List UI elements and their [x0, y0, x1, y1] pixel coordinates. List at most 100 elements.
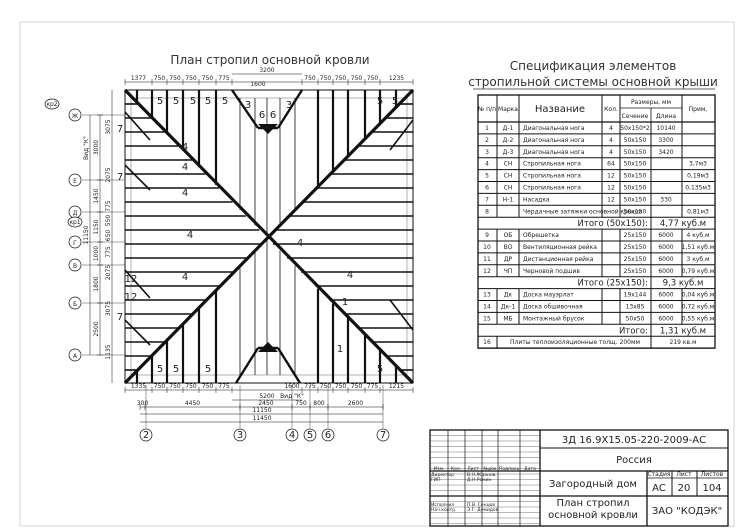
spec-total-row: Итого (25x150):9,3 куб.м [478, 276, 715, 290]
cell-mark: СН [504, 161, 513, 168]
cell-section: 25x150 [624, 256, 647, 263]
person-role: Исполнил [431, 502, 454, 508]
dimension-value: 1000 [93, 246, 100, 261]
axis-label: В [73, 263, 77, 270]
cell-name: Чердачные затяжки основной крыши [523, 208, 642, 215]
column-header: №док [483, 466, 497, 472]
dimension-value: 775 [367, 383, 379, 390]
dimension-value: 750 [295, 400, 307, 407]
cell-length: 330 [660, 196, 672, 203]
cell-length: 6000 [658, 315, 673, 322]
element-mark: 7 [117, 124, 123, 135]
dimension-total: 11150 [83, 225, 90, 244]
cell-name: Монтажный брусок [523, 315, 585, 322]
dimension-total: 11150 [252, 407, 271, 414]
dimension-value: 750 [351, 75, 363, 82]
corner-hip-rafter [124, 111, 151, 141]
dimension-value: 4450 [185, 400, 200, 407]
dimension-value: 750 [351, 383, 363, 390]
cell-mark: Д-3 [503, 149, 514, 156]
dimension-value: 750 [154, 383, 166, 390]
corner-hip-rafter [124, 164, 151, 191]
element-mark: 4 [187, 230, 193, 241]
element-mark: 7 [117, 312, 123, 323]
axis-label: 2 [143, 430, 149, 441]
axis-label: Г [73, 240, 77, 247]
dimension-value: 750 [202, 75, 214, 82]
cell-name: Стропильная нога [523, 173, 581, 180]
element-mark: 12 [125, 292, 138, 303]
cell-name: Стропильная нога [523, 161, 581, 168]
element-mark: 1 [342, 297, 348, 308]
axis-bubble [68, 173, 82, 187]
column-header: Кол. [451, 466, 461, 472]
column-header: Дата [524, 466, 536, 472]
element-mark: 3 [245, 100, 251, 111]
axis-bubble [376, 428, 390, 442]
dimension-value: 750 [335, 383, 347, 390]
section-mark-bubble [67, 216, 83, 228]
dimension-value: 3075 [105, 119, 112, 134]
sheet-frame [19, 21, 735, 527]
dimension-value: 750 [154, 75, 166, 82]
cell-note: 0,81м3 [687, 208, 709, 215]
location: Россия [616, 455, 652, 466]
total-label: Итого (25x150): [578, 279, 648, 289]
cell-section: 50x150 [624, 137, 647, 144]
cell-mark: ЧП [504, 268, 513, 275]
cell-qty: 4 [609, 137, 613, 144]
header-mark: Марка [498, 106, 518, 113]
plan-title: План стропил основной кровли [170, 53, 369, 67]
cell-length: 6000 [658, 256, 673, 263]
cell-mark: Дк [504, 292, 513, 299]
cell-mark: Н-1 [503, 196, 514, 203]
cell-length: 6000 [658, 244, 673, 251]
dimension-value: 750 [304, 75, 316, 82]
element-mark: 4 [182, 272, 188, 283]
sheets-label: Листов [701, 471, 724, 478]
cell-name: Диагональная нога [523, 149, 585, 156]
dimension-value: 2075 [105, 265, 112, 280]
dimension-value: 750 [185, 383, 197, 390]
dimension-value: 750 [169, 383, 181, 390]
cell-name: Плиты теплоизоляционные толщ. 200мм [510, 339, 640, 346]
axis-bubble [303, 428, 317, 442]
spec-total-row: Итого (50x150):4,77 куб.м [478, 217, 715, 230]
header-section: Сечение [622, 113, 649, 120]
header-note: Прим. [689, 106, 708, 113]
total-value: 1,31 куб.м [660, 326, 706, 336]
cell-note: 0,135м3 [685, 185, 711, 192]
element-mark: 5 [222, 96, 228, 107]
axis-label: Б [73, 301, 77, 308]
total-label: Итого: [619, 326, 648, 336]
cell-section: 50x50 [626, 315, 645, 322]
cell-section: 25x150 [624, 268, 647, 275]
cell-num: 16 [483, 339, 491, 346]
view-mark: Вид "К" [83, 136, 90, 160]
dimension-value: 1335 [131, 383, 146, 390]
top-hip-rafter [276, 89, 304, 129]
top-hip-fill [258, 124, 278, 134]
cell-mark: МБ [503, 315, 512, 322]
axis-bubble [139, 428, 153, 442]
cell-mark: Дк-1 [501, 304, 515, 311]
stage-label: Стадия [647, 471, 670, 478]
top-hip-rafter [231, 89, 259, 129]
cell-num: 7 [485, 196, 489, 203]
object-name: Загородный дом [549, 479, 637, 490]
person-name: В.Н.Жданов [467, 472, 496, 478]
dimension-value: 750 [335, 75, 347, 82]
sheets-value: 104 [702, 483, 721, 494]
total-value: 4,77 куб.м [660, 219, 706, 229]
cell-name: Диагональная нога [523, 137, 585, 144]
cell-name: Обрешетка [523, 232, 559, 239]
cell-length: 10140 [656, 125, 675, 132]
cell-num: 4 [485, 161, 489, 168]
dimension-value: 1135 [105, 344, 112, 359]
